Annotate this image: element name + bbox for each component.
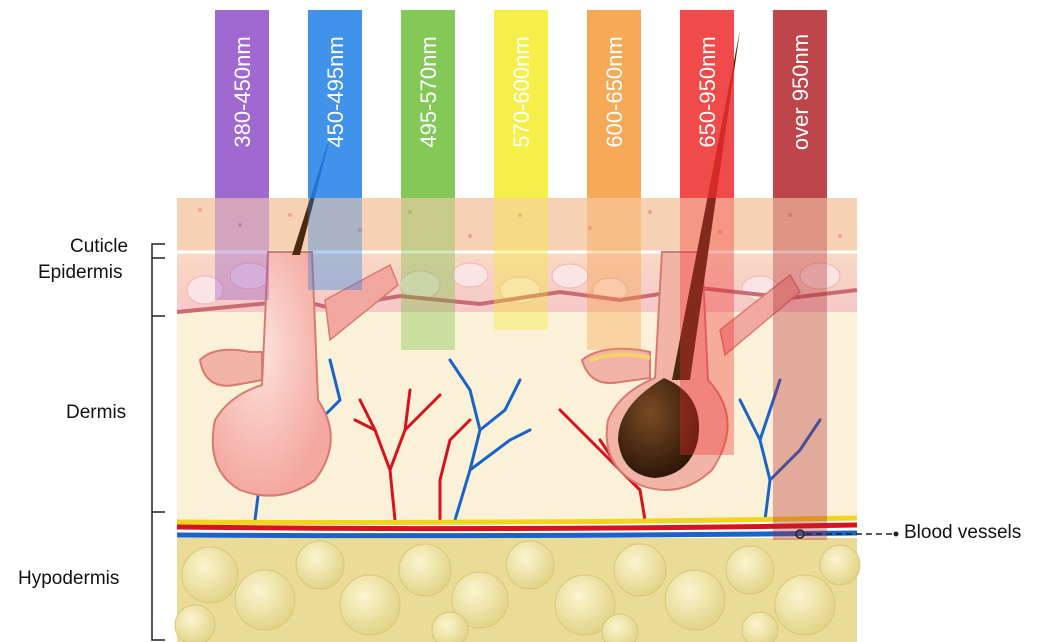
hypodermis-label: Hypodermis (18, 568, 119, 590)
blood-vessels (177, 518, 857, 536)
wavelength-band-4: 570-600nm (494, 10, 548, 330)
wavelength-band-label: 380-450nm (230, 36, 255, 147)
wavelength-band-label: 450-495nm (323, 36, 348, 147)
wavelength-band-2: 450-495nm (308, 10, 362, 290)
cuticle-label: Cuticle (70, 236, 128, 258)
wavelength-band-label: 495-570nm (416, 36, 441, 147)
hypodermis-layer (175, 538, 860, 642)
wavelength-band-label: 570-600nm (509, 36, 534, 147)
wavelength-band-label: 650-950nm (695, 36, 720, 147)
wavelength-band-1: 380-450nm (215, 10, 269, 300)
wavelength-band-label: 600-650nm (602, 36, 627, 147)
wavelength-band-label: over 950nm (788, 34, 813, 150)
epidermis-label: Epidermis (38, 262, 122, 284)
wavelength-band-5: 600-650nm (587, 10, 641, 350)
layer-brackets (152, 244, 165, 640)
wavelength-band-3: 495-570nm (401, 10, 455, 350)
dermis-label: Dermis (66, 402, 126, 424)
wavelength-band-7: over 950nm (773, 10, 827, 540)
wavelength-band-6: 650-950nm (680, 10, 734, 455)
blood-vessels-label: Blood vessels (904, 522, 1021, 544)
